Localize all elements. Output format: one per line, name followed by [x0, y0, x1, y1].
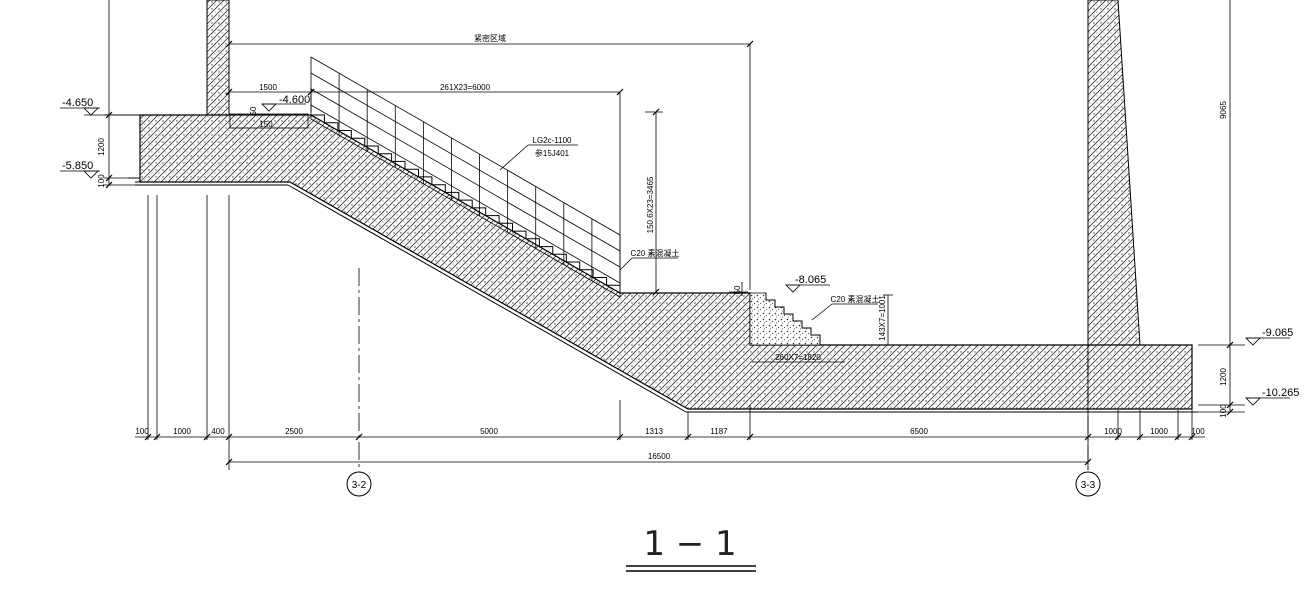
landing-detail [229, 113, 309, 129]
railing-bar [310, 118, 621, 298]
level-marker-l4: -8.065 [785, 274, 830, 293]
title-text: 1 − 1 [643, 524, 736, 564]
level-label: -4.600 [279, 94, 310, 106]
level-marker-l2: -5.850 [60, 160, 100, 179]
side-dim: 50 [733, 285, 742, 294]
dim-label: 1000 [1104, 427, 1122, 436]
base-lines [128, 177, 1198, 413]
concrete-label: C20 素混凝土 [631, 248, 680, 258]
top-label: 紧密区域 [474, 33, 506, 43]
dim-label: 1187 [710, 427, 728, 436]
dim-label: 1000 [173, 427, 191, 436]
railing-label: LG2c-1100 [533, 136, 573, 145]
dim-label: 2500 [285, 427, 303, 436]
landing-dim: 1500 [259, 83, 277, 92]
railing-bar [310, 56, 621, 236]
stair-steps [311, 114, 621, 293]
bottom-dimension-labels: 100 1000 400 2500 5000 1313 1187 6500 10… [135, 427, 1205, 461]
level-label: -9.065 [1262, 327, 1293, 339]
axis-bubble-3-2: 3-2 [346, 471, 372, 497]
concrete-note-2: C20 素混凝土 [811, 294, 880, 321]
dim-total-label: 16500 [648, 452, 671, 461]
top-dimensions [228, 43, 893, 363]
step-tag: 150 [259, 120, 273, 129]
axis-bubble-3-3: 3-3 [1075, 471, 1101, 497]
axis-label: 3-2 [352, 480, 367, 491]
level-marker-l5: -9.065 [1245, 327, 1293, 346]
right-h1-dim: 1200 [1219, 368, 1228, 386]
side-dim: 50 [249, 106, 258, 115]
small-steps-run-dim: 260X7=1820 [775, 353, 821, 362]
stair-tread-outline [311, 114, 621, 293]
railing-bar [310, 88, 621, 268]
right-tall-dim: 9065 [1219, 101, 1228, 119]
level-label: -4.650 [62, 97, 93, 109]
left-h1-dim: 1200 [97, 138, 106, 156]
left-vertical-dimensions: 1200 100 [97, 0, 140, 189]
dim-label: 5000 [480, 427, 498, 436]
bottom-dimension-line [135, 433, 1205, 466]
dim-label: 400 [211, 427, 225, 436]
stair-slab-mass [139, 114, 1193, 410]
railing-ref-label: 参15J401 [535, 148, 570, 158]
dim-label: 100 [1191, 427, 1205, 436]
railing-bar [310, 72, 621, 252]
level-marker-l3: -4.600 [261, 94, 310, 112]
section-title: 1 − 1 [626, 524, 756, 572]
stair-railing [310, 56, 621, 298]
dim-label: 1000 [1150, 427, 1168, 436]
level-label: -8.065 [795, 274, 826, 286]
small-steps-gravel [749, 292, 821, 346]
tread-run-dim: 261X23=6000 [440, 83, 491, 92]
right-wall [1087, 0, 1141, 346]
railing-bar [310, 104, 621, 284]
level-marker-l6: -10.265 [1245, 387, 1299, 406]
level-label: -5.850 [62, 160, 93, 172]
concrete-note-1: C20 素混凝土 [619, 248, 680, 271]
concrete-label: C20 素混凝土 [831, 294, 880, 304]
right-vertical-dimensions: 9065 1200 100 [1198, 0, 1245, 418]
dim-label: 100 [135, 427, 149, 436]
left-wall [206, 0, 230, 116]
railing-note: LG2c-1100 参15J401 [499, 136, 578, 171]
level-marker-l1: -4.650 [60, 97, 140, 116]
left-h2-dim: 100 [97, 174, 106, 188]
top-dimension-labels: 紧密区域 1500 261X23=6000 150.6X23=3465 143X… [249, 33, 887, 362]
dim-label: 6500 [910, 427, 928, 436]
stair-rise-dim: 150.6X23=3465 [646, 176, 655, 233]
right-h2-dim: 100 [1219, 404, 1228, 418]
small-steps-rise-dim: 143X7=1001 [878, 295, 887, 341]
axis-label: 3-3 [1081, 480, 1096, 491]
level-label: -10.265 [1262, 387, 1299, 399]
dim-label: 1313 [645, 427, 663, 436]
